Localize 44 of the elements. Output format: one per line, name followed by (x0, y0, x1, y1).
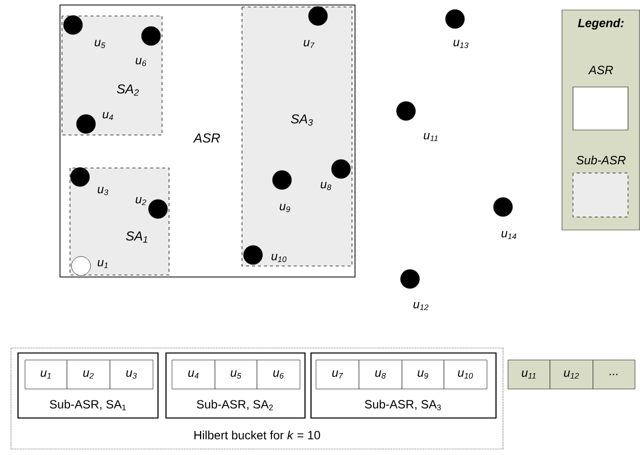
point-label: u$_{11}$ (424, 132, 438, 142)
point-dot (70, 167, 90, 187)
table-cell: u$_{9}$ (402, 360, 444, 390)
point-label: u$_{4}$ (102, 112, 113, 120)
point-label: u$_{7}$ (304, 40, 315, 48)
point-label: u$_{10}$ (272, 254, 286, 262)
legend-title: Legend: (578, 18, 624, 30)
table-cell: u$_{5}$ (214, 360, 258, 390)
point-label: u$_{5}$ (94, 40, 106, 48)
table-cell: ... (592, 360, 636, 390)
table-cell: u$_{2}$ (66, 360, 110, 390)
point-dot (493, 197, 513, 217)
point-dot (308, 6, 328, 26)
table-cell: u$_{1}$ (24, 360, 68, 390)
point-label: u$_{9}$ (280, 204, 290, 212)
point-dot (141, 26, 161, 46)
point-dot (331, 159, 351, 179)
point-dot (148, 199, 168, 219)
table-cell: u$_{11}$ (508, 360, 550, 390)
point-dot (63, 15, 83, 35)
point-dot (243, 245, 263, 265)
point-dot (445, 9, 465, 29)
legend-label: Sub-ASR (576, 156, 626, 164)
table-cell: u$_{7}$ (316, 360, 360, 390)
table-cell: u$_{3}$ (110, 360, 154, 390)
point-label: u$_{12}$ (414, 302, 428, 310)
point-label: u$_{8}$ (320, 182, 332, 190)
table-cell: u$_{8}$ (358, 360, 402, 390)
point-label: u$_{13}$ (454, 40, 468, 48)
point-dot (396, 101, 416, 121)
point-dot (71, 256, 91, 276)
table-cell: u$_{4}$ (172, 360, 216, 390)
table-cell: u$_{6}$ (256, 360, 300, 390)
point-dot (76, 114, 96, 134)
legend-label: ASR (588, 66, 613, 74)
point-label: u$_{6}$ (136, 58, 146, 66)
point-dot (400, 269, 420, 289)
point-label: u$_{1}$ (98, 260, 108, 268)
table-cell: u$_{10}$ (444, 360, 488, 390)
point-label: u$_{2}$ (136, 196, 146, 206)
table-cell: u$_{12}$ (550, 360, 594, 390)
point-label: u$_{14}$ (502, 230, 516, 240)
point-dot (272, 170, 292, 190)
point-label: u$_{3}$ (98, 186, 108, 196)
